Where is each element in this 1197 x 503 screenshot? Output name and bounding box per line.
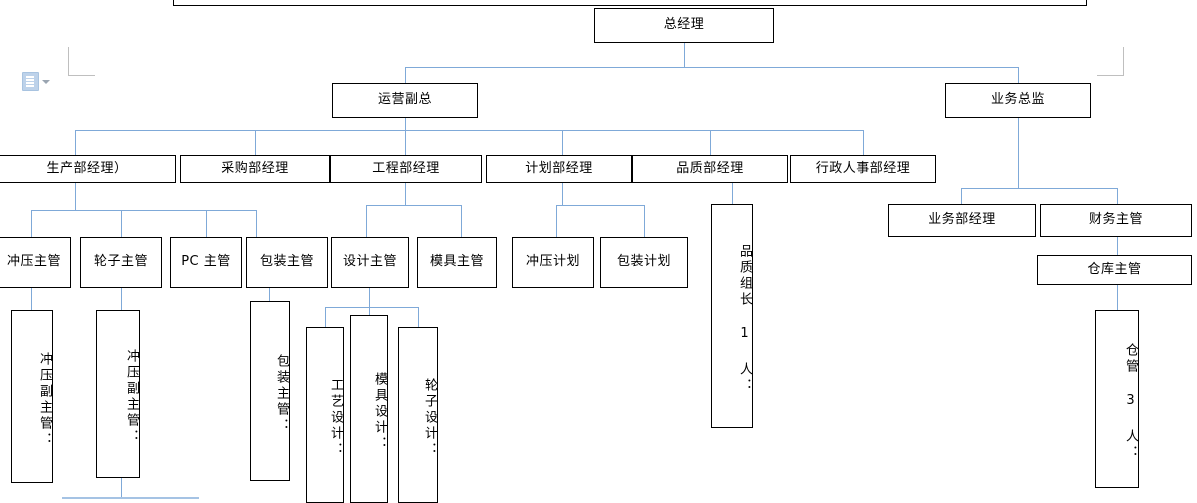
node-general-manager[interactable]: 总经理 (594, 8, 774, 43)
node-wheel-supervisor[interactable]: 轮子主管 (80, 237, 162, 288)
node-pc-supervisor[interactable]: PC 主管 (170, 237, 242, 288)
connector-deputy2-bus (62, 497, 199, 499)
node-design-supervisor[interactable]: 设计主管 (331, 237, 409, 288)
node-operations-vp[interactable]: 运营副总 (332, 83, 478, 118)
node-mold-design[interactable]: 模具设计： (350, 315, 388, 503)
connector-packaging-to-detail (269, 288, 270, 301)
margin-guide-top-left (68, 47, 95, 76)
node-quality-leader[interactable]: 品质组长 1 人： (711, 204, 753, 428)
connector-to-finance (1117, 188, 1118, 204)
node-planning-manager[interactable]: 计划部经理 (486, 155, 632, 183)
node-business-manager[interactable]: 业务部经理 (888, 204, 1036, 237)
node-stamping-supervisor[interactable]: 冲压主管 (0, 237, 71, 288)
connector-planning-down (562, 183, 563, 205)
connector-to-packaging-sup (256, 210, 257, 237)
connector-business-down (1018, 118, 1019, 188)
connector-planning-bus (556, 205, 644, 206)
connector-to-process-design (325, 307, 326, 327)
connector-gm-down (684, 43, 685, 67)
node-production-manager[interactable]: 生产部经理） (0, 155, 176, 183)
connector-to-mold-sup (461, 205, 462, 237)
node-quality-manager[interactable]: 品质部经理 (632, 155, 788, 183)
margin-guide-top-right (1097, 47, 1124, 76)
connector-wheel-to-deputy2 (121, 288, 122, 310)
connector-finance-to-warehouse (1117, 237, 1118, 255)
connector-stamping-to-deputy1 (31, 288, 32, 310)
connector-business-bus (961, 188, 1117, 189)
node-business-director[interactable]: 业务总监 (945, 83, 1091, 118)
connector-ops-down (405, 118, 406, 130)
paste-options-icon[interactable] (22, 72, 39, 91)
connector-dept-bus (75, 130, 863, 131)
connector-to-pc-sup (206, 210, 207, 237)
node-warehouse-staff[interactable]: 仓管 3 人： (1095, 310, 1139, 488)
node-stamping-plan[interactable]: 冲压计划 (512, 237, 594, 288)
connector-warehouse-to-staff (1117, 285, 1118, 310)
connector-bus-to-purchase (255, 130, 256, 155)
connector-to-design-sup (366, 205, 367, 237)
connector-quality-down (732, 183, 733, 204)
node-packaging-supervisor[interactable]: 包装主管 (246, 237, 328, 288)
connector-to-mold-design (369, 307, 370, 315)
connector-gm-to-ops (405, 67, 406, 83)
connector-to-wheel-design (418, 307, 419, 327)
node-stamping-deputy-1[interactable]: 冲压副主管： (11, 310, 53, 483)
connector-engineering-bus (366, 205, 462, 206)
connector-to-wheel-sup (121, 210, 122, 237)
node-purchasing-manager[interactable]: 采购部经理 (180, 155, 330, 183)
connector-bus-to-quality (710, 130, 711, 155)
connector-bus-to-engineering (405, 130, 406, 155)
node-packaging-plan[interactable]: 包装计划 (600, 237, 688, 288)
connector-design-down (369, 288, 370, 307)
node-process-design[interactable]: 工艺设计： (306, 327, 344, 503)
node-warehouse-supervisor[interactable]: 仓库主管 (1037, 255, 1192, 285)
node-finance-supervisor[interactable]: 财务主管 (1040, 204, 1192, 237)
outer-frame-top (173, 0, 1087, 6)
connector-bus-to-planning (562, 130, 563, 155)
node-packaging-supervisor-detail[interactable]: 包装主管： (250, 301, 290, 481)
chevron-down-icon[interactable] (42, 79, 50, 84)
connector-to-business-manager (961, 188, 962, 204)
paste-options-control[interactable] (22, 72, 50, 91)
connector-engineering-down (405, 183, 406, 205)
connector-production-bus (31, 210, 256, 211)
node-stamping-deputy-2[interactable]: 冲压副主管： (96, 310, 140, 478)
connector-gm-bus (405, 67, 1018, 68)
connector-design-bus (325, 307, 418, 308)
node-wheel-design[interactable]: 轮子设计： (398, 327, 438, 503)
connector-production-down (75, 183, 76, 210)
connector-bus-to-production (75, 130, 76, 155)
node-hr-admin-manager[interactable]: 行政人事部经理 (790, 155, 936, 183)
node-mold-supervisor[interactable]: 模具主管 (417, 237, 497, 288)
connector-to-stamping-sup (31, 210, 32, 237)
connector-gm-to-business (1018, 67, 1019, 83)
connector-to-stamping-plan (556, 205, 557, 237)
connector-to-packaging-plan (644, 205, 645, 237)
connector-bus-to-hr (863, 130, 864, 155)
node-engineering-manager[interactable]: 工程部经理 (330, 155, 482, 183)
connector-deputy2-down (121, 478, 122, 497)
